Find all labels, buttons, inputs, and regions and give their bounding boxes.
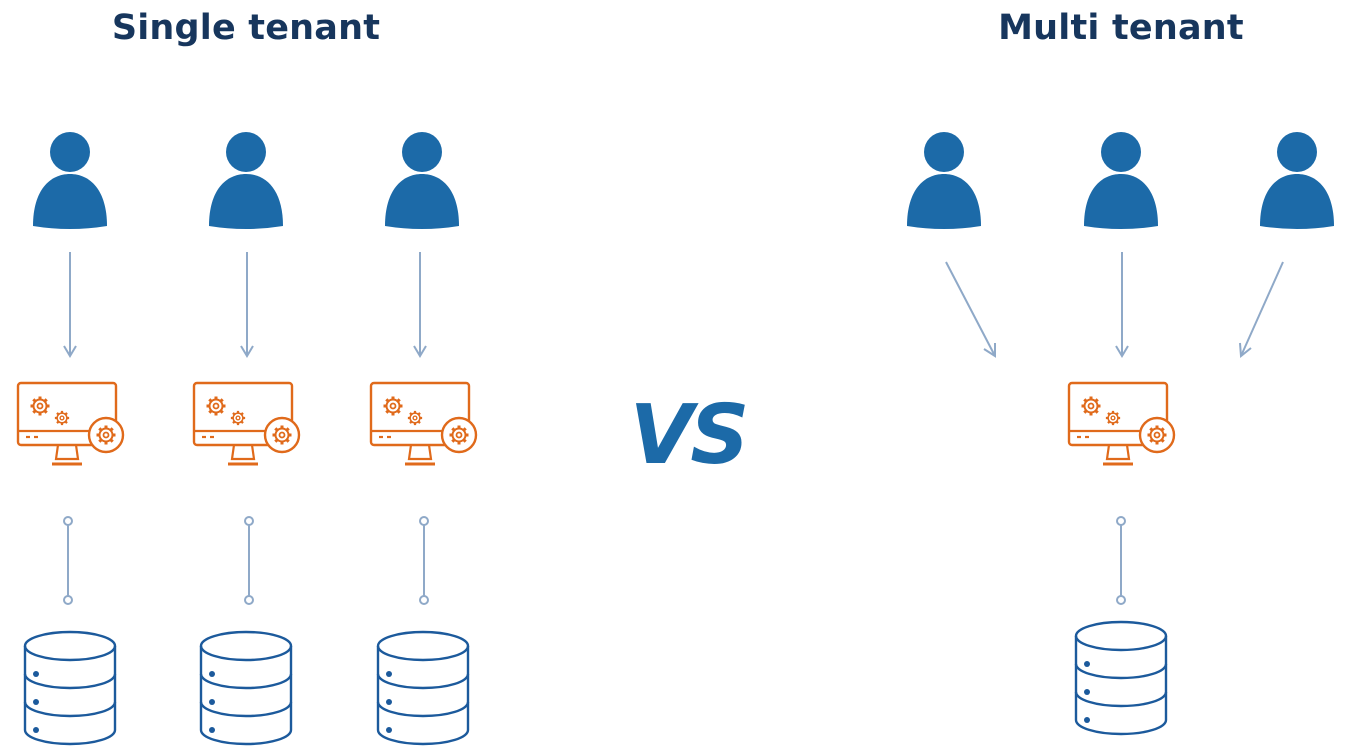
single-tenant-stack-3 [371,132,476,746]
single-tenant-stack-2 [194,132,299,746]
arrow-down [1115,252,1129,358]
multi-tenant-title: Multi tenant [998,8,1244,48]
single-tenant-title: Single tenant [111,8,381,48]
arrow-down [413,252,427,358]
connector-line [63,516,73,605]
user-icon [385,132,459,229]
user-icon [209,132,283,229]
database-icon [199,630,293,746]
vs-label: VS [629,388,750,483]
monitor-gears-icon [1069,383,1174,464]
multi-tenant-stack [907,132,1334,736]
monitor-gears-icon [194,383,299,464]
database-icon [1074,620,1168,736]
arrow-diagonal-right [945,261,996,358]
arrow-down [63,252,77,358]
connector-line [419,516,429,605]
user-icon [33,132,107,229]
monitor-gears-icon [371,383,476,464]
monitor-gears-icon [18,383,123,464]
database-icon [23,630,117,746]
single-tenant-stack-1 [18,132,123,746]
user-icon [907,132,981,229]
arrow-down [240,252,254,358]
user-icon [1260,132,1334,229]
connector-line [244,516,254,605]
user-icon [1084,132,1158,229]
database-icon [376,630,470,746]
arrow-diagonal-left [1239,261,1284,358]
connector-line [1116,516,1126,605]
